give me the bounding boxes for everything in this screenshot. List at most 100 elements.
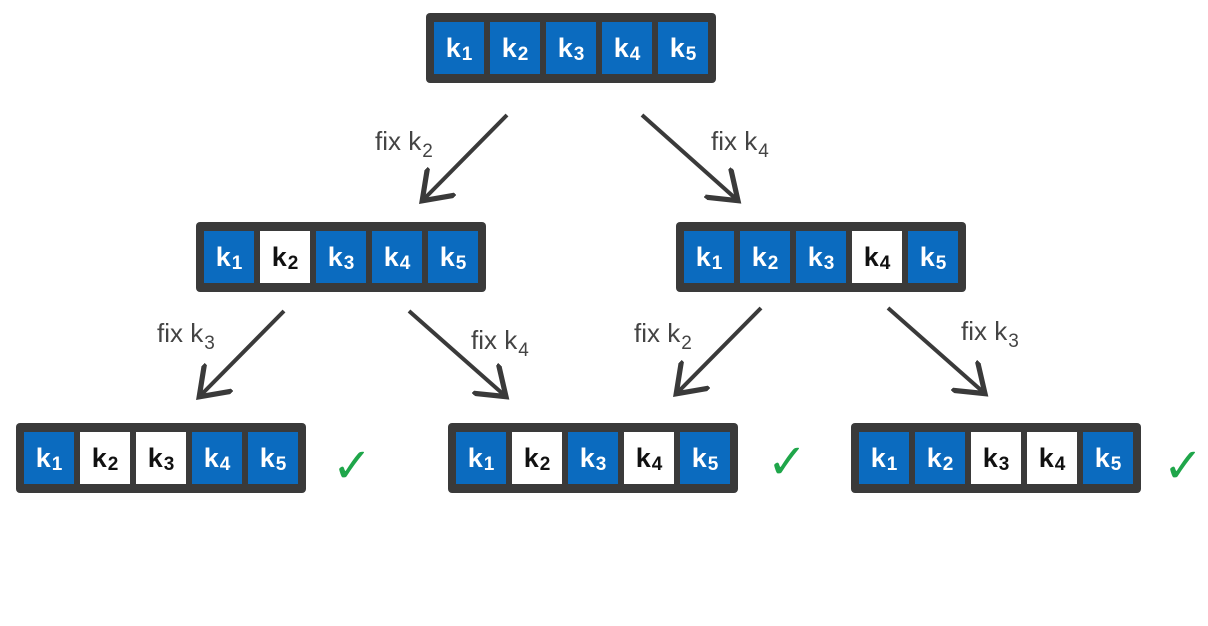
- key-cell-base: k: [259, 442, 275, 473]
- edge-label-fix-k4-left: fix k4: [471, 325, 529, 361]
- key-cell-base: k: [35, 442, 51, 473]
- key-cell-subscript: 4: [1054, 454, 1066, 475]
- key-cell-base: k: [445, 32, 461, 63]
- key-cell-subscript: 3: [823, 253, 835, 274]
- key-cell-subscript: 4: [629, 44, 641, 65]
- key-cell-subscript: 4: [219, 454, 231, 475]
- key-cell-subscript: 4: [879, 253, 891, 274]
- key-cell-base: k: [926, 442, 942, 473]
- edge-label-fix-k2-top: fix k2: [375, 126, 433, 162]
- key-cell-base: k: [1094, 442, 1110, 473]
- key-cell-subscript: 1: [51, 454, 63, 475]
- key-cell-base: k: [327, 241, 343, 272]
- key-cell-base: k: [807, 241, 823, 272]
- key-cell-subscript: 1: [886, 454, 898, 475]
- key-cell-subscript: 4: [651, 454, 663, 475]
- key-cell-base: k: [751, 241, 767, 272]
- key-cell-base: k: [613, 32, 629, 63]
- key-cell-subscript: 2: [942, 454, 954, 475]
- key-cell-subscript: 2: [107, 454, 119, 475]
- key-cell-subscript: 3: [573, 44, 585, 65]
- key-cell-subscript: 5: [275, 454, 287, 475]
- key-cell-subscript: 3: [595, 454, 607, 475]
- key-cell-base: k: [919, 241, 935, 272]
- key-cell-subscript: 5: [1110, 454, 1122, 475]
- edge-left-leaf2: [407, 309, 503, 394]
- edge-label-fix-k3-left: fix k3: [157, 318, 215, 354]
- key-cell-subscript: 3: [163, 454, 175, 475]
- key-cell-base: k: [863, 241, 879, 272]
- edge-root-left: [425, 113, 509, 198]
- key-cell-base: k: [982, 442, 998, 473]
- check-icon: ✓: [1163, 440, 1204, 493]
- key-cell-subscript: 1: [483, 454, 495, 475]
- key-cell-subscript: 5: [455, 253, 467, 274]
- edge-label-fix-k2-right: fix k2: [634, 318, 692, 354]
- key-cell-base: k: [215, 241, 231, 272]
- edge-label-fix-k4-top: fix k4: [711, 126, 769, 162]
- key-cell-subscript: 3: [998, 454, 1010, 475]
- key-cell-subscript: 4: [399, 253, 411, 274]
- key-cell-subscript: 3: [343, 253, 355, 274]
- edge-right-leaf3: [886, 306, 982, 391]
- key-cell-subscript: 2: [517, 44, 529, 65]
- key-cell-base: k: [147, 442, 163, 473]
- key-cell-subscript: 2: [767, 253, 779, 274]
- key-cell-base: k: [579, 442, 595, 473]
- key-cell-base: k: [669, 32, 685, 63]
- check-icon: ✓: [767, 436, 808, 489]
- key-cell-base: k: [271, 241, 287, 272]
- key-cell-base: k: [439, 241, 455, 272]
- key-cell-base: k: [501, 32, 517, 63]
- key-cell-base: k: [691, 442, 707, 473]
- key-cell-base: k: [383, 241, 399, 272]
- edge-label-fix-k3-right: fix k3: [961, 316, 1019, 352]
- key-cell-subscript: 1: [461, 44, 473, 65]
- edge-root-right: [640, 113, 735, 198]
- key-cell-subscript: 5: [707, 454, 719, 475]
- key-cell-base: k: [1038, 442, 1054, 473]
- key-cell-base: k: [635, 442, 651, 473]
- key-cell-subscript: 5: [685, 44, 697, 65]
- key-cell-base: k: [523, 442, 539, 473]
- key-cell-base: k: [557, 32, 573, 63]
- key-cell-base: k: [467, 442, 483, 473]
- key-cell-subscript: 5: [935, 253, 947, 274]
- key-cell-base: k: [870, 442, 886, 473]
- key-cell-base: k: [203, 442, 219, 473]
- key-cell-subscript: 1: [711, 253, 723, 274]
- key-cell-subscript: 2: [539, 454, 551, 475]
- check-icon: ✓: [332, 440, 373, 493]
